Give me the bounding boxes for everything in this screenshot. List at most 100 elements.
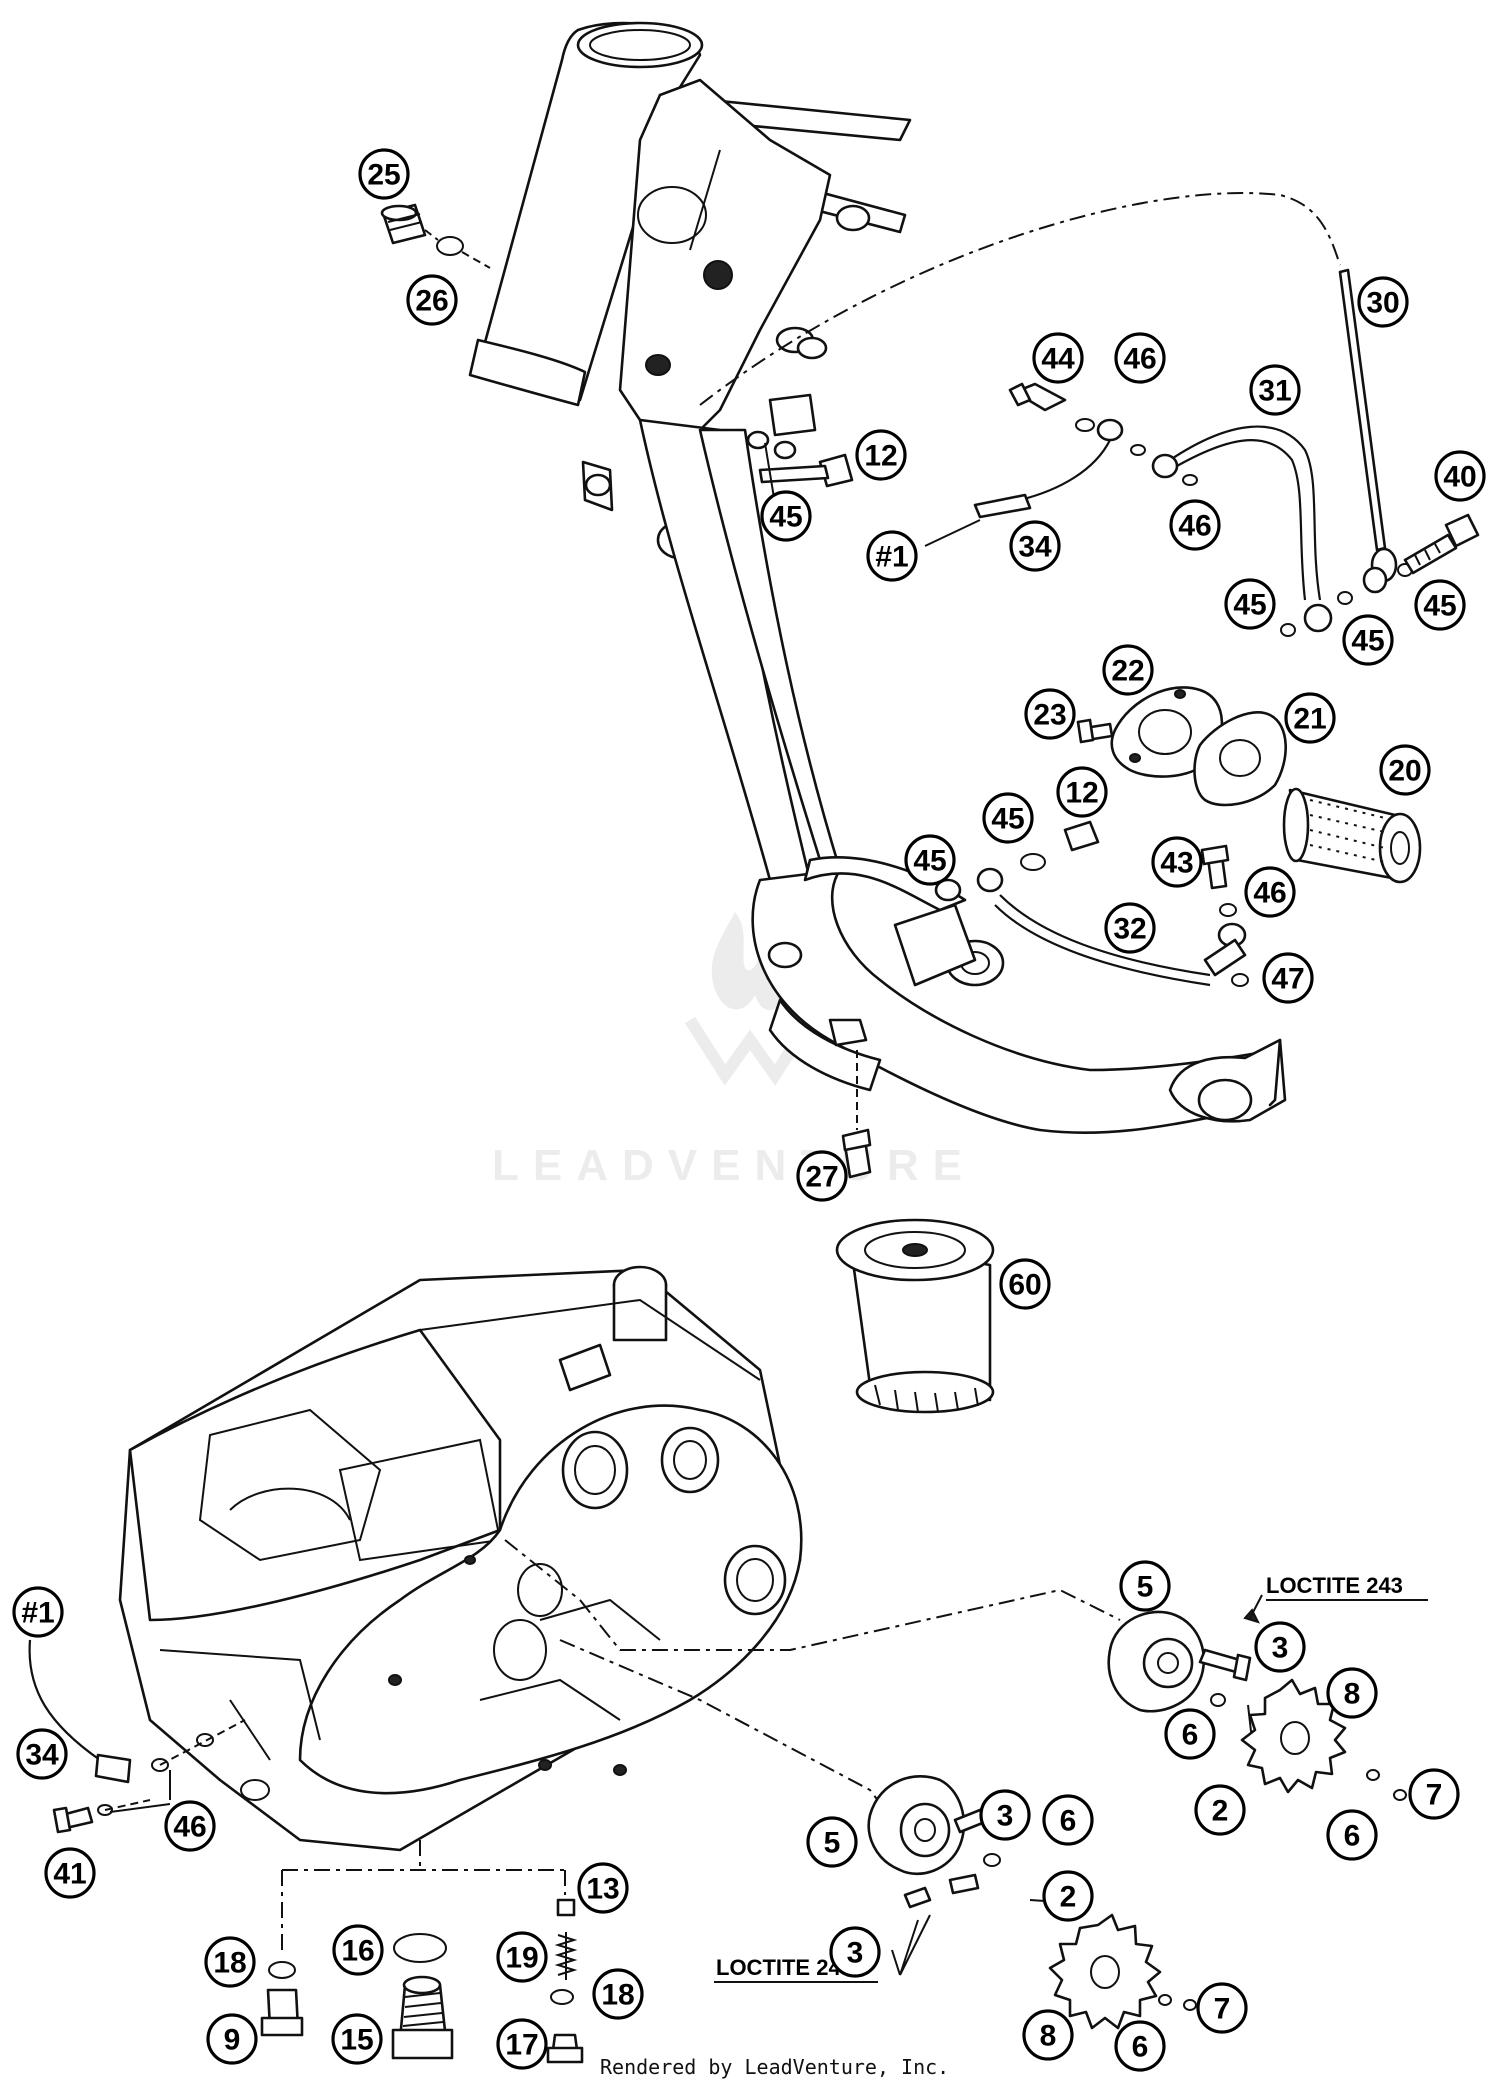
callout-label: 15 [340, 2024, 373, 2057]
fitting-13 [556, 1898, 576, 1917]
callout-40-8: 40 [1434, 450, 1486, 502]
callout-circle [760, 490, 812, 542]
callout-circle [1414, 579, 1466, 631]
callout-circle [1326, 1809, 1378, 1861]
callout-label: 46 [1178, 510, 1211, 543]
callout-label: 6 [1344, 1820, 1361, 1853]
callout-circle [866, 530, 918, 582]
callout-label: 6 [1060, 1805, 1077, 1838]
engine-crankcase [118, 1265, 803, 1852]
loctite-note-lower: LOCTITE 243 [714, 1955, 878, 1983]
callout-circle [1249, 364, 1301, 416]
callout-46-5: 46 [1114, 332, 1166, 384]
callout-circle [829, 1926, 881, 1978]
lower-line-group [841, 820, 1249, 1179]
callout-6-41: 6 [1042, 1794, 1094, 1846]
callout-30-7: 30 [1357, 276, 1409, 328]
callout-label: 6 [1182, 1719, 1199, 1752]
callout-circle [1342, 614, 1394, 666]
filler-o-ring [436, 236, 464, 256]
callout-circle [1254, 1621, 1306, 1673]
callout-17-54: 17 [496, 2018, 548, 2070]
filler-plug-group [380, 203, 491, 269]
frame-assembly [468, 21, 1287, 1135]
callout-label: 18 [601, 1979, 634, 2012]
callout-15-53: 15 [331, 2013, 383, 2065]
callout-2-36: 2 [1194, 1784, 1246, 1836]
callout-circle [1056, 766, 1108, 818]
loctite-note-upper-text: LOCTITE 243 [1266, 1573, 1403, 1598]
callout-label: 45 [1233, 589, 1266, 622]
callout-label: 47 [1271, 963, 1304, 996]
callout-circle [1262, 952, 1314, 1004]
callout-label: 22 [1111, 655, 1144, 688]
callout-circle [1104, 902, 1156, 954]
callout-8-44: 8 [1022, 2009, 1074, 2061]
callout-6-38: 6 [1326, 1809, 1378, 1861]
watermark-text: LEADVENTURE [492, 1141, 976, 1190]
callout-circle [1379, 744, 1431, 796]
callout-3-43: 3 [829, 1926, 881, 1978]
callout-34-10: 34 [1009, 520, 1061, 572]
callout-circle [982, 792, 1034, 844]
callout-circle [1119, 1560, 1171, 1612]
callout-23-16: 23 [1024, 688, 1076, 740]
callout-label: #1 [875, 541, 908, 574]
callout-label: 46 [1123, 343, 1156, 376]
callout-46-11: 46 [1169, 499, 1221, 551]
callout-22-15: 22 [1102, 644, 1154, 696]
callout-label: 34 [25, 1739, 59, 1772]
gear-8-lower [1048, 1913, 1162, 2030]
callout-45-12: 45 [1224, 578, 1276, 630]
callout-9-52: 9 [206, 2013, 258, 2065]
callout-27-26: 27 [796, 1150, 848, 1202]
pump-leader-upper [504, 1539, 1121, 1651]
callout-label: 13 [586, 1873, 619, 1906]
callout-circle [1151, 836, 1203, 888]
callout-circle [1164, 1708, 1216, 1760]
callout-44-4: 44 [1032, 332, 1084, 384]
drain-leader [281, 1840, 566, 1950]
callout-45-13: 45 [1342, 614, 1394, 666]
callout-7-37: 7 [1408, 1768, 1460, 1820]
callout-12-2: 12 [855, 429, 907, 481]
callout-circle [592, 1968, 644, 2020]
callout-label: 41 [53, 1858, 86, 1891]
callout-label: 3 [997, 1800, 1014, 1833]
callout-label: 19 [505, 1942, 538, 1975]
callout-18-48: 18 [204, 1936, 256, 1988]
callout-label: 45 [991, 803, 1024, 836]
left-fitting-group [28, 1639, 246, 1834]
loctite-note-upper: LOCTITE 243 [1266, 1573, 1428, 1601]
callout-34-29: 34 [16, 1728, 68, 1780]
callout-circle [1194, 1784, 1246, 1836]
callout-label: 31 [1258, 375, 1291, 408]
callout-circle [1224, 578, 1276, 630]
callout-6-45: 6 [1114, 2020, 1166, 2072]
gear-8-upper [1240, 1678, 1347, 1794]
callout-32-24: 32 [1104, 902, 1156, 954]
callout-circle [1032, 332, 1084, 384]
callout-8-34: 8 [1326, 1667, 1378, 1719]
callout-circle [999, 1258, 1051, 1310]
callout-label: 46 [1253, 877, 1286, 910]
callout-circle [406, 274, 458, 326]
callout-46-30: 46 [164, 1800, 216, 1852]
callout-label: 18 [213, 1947, 246, 1980]
callout-label: 23 [1033, 699, 1066, 732]
callout-circle [496, 2018, 548, 2070]
strainer-cover-group [1076, 686, 1422, 884]
callout-circle [1284, 692, 1336, 744]
callout-circle [1114, 332, 1166, 384]
callout-circle [1196, 1982, 1248, 2034]
callout-hash1-28: #1 [12, 1586, 64, 1638]
callout-43-22: 43 [1151, 836, 1203, 888]
callout-21-17: 21 [1284, 692, 1336, 744]
gasket-21 [1193, 711, 1287, 807]
callout-label: 60 [1008, 1269, 1041, 1302]
callout-circle [855, 429, 907, 481]
callout-18-51: 18 [592, 1968, 644, 2020]
callout-16-49: 16 [332, 1924, 384, 1976]
